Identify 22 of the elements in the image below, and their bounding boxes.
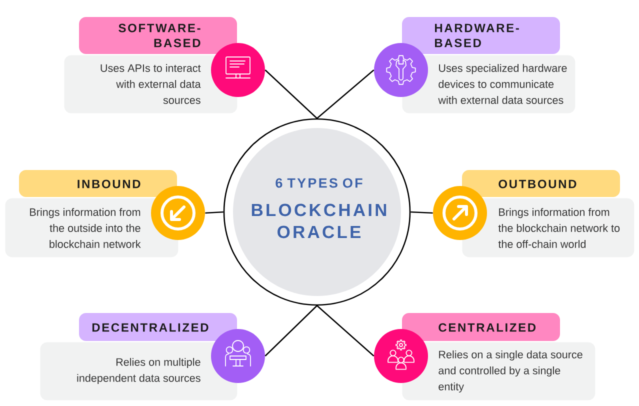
monitor-icon — [211, 43, 265, 97]
connector-line — [316, 70, 374, 119]
description-box: Relies on multiple independent data sources — [40, 342, 238, 400]
description-box: Relies on a single data source and controlled by a single entity — [402, 342, 596, 400]
heading-tab: CENTRALIZED — [402, 313, 560, 341]
connector-line — [316, 305, 374, 356]
description-box: Brings information from the blockchain network to the off-chain world — [462, 198, 634, 258]
heading-tab: INBOUND — [19, 170, 177, 197]
connector-line — [205, 211, 224, 214]
connector-line — [264, 305, 318, 356]
description-box: Brings information from the outside into the blockchain network — [5, 198, 178, 258]
connector-line — [410, 211, 433, 214]
connector-line — [264, 70, 318, 119]
heading-tab: OUTBOUND — [462, 170, 620, 197]
description-box: Uses specialized hardware devices to communicate with external data sources — [402, 55, 576, 114]
heading-tab: DECENTRALIZED — [79, 313, 237, 341]
description-box: Uses APIs to interact with external data sources — [64, 55, 238, 114]
heading-tab: HARDWARE-BASED — [402, 17, 560, 54]
gear-wrench-icon — [374, 43, 428, 97]
meeting-icon — [211, 329, 265, 383]
team-icon — [374, 329, 428, 383]
heading-tab: SOFTWARE-BASED — [79, 17, 237, 54]
